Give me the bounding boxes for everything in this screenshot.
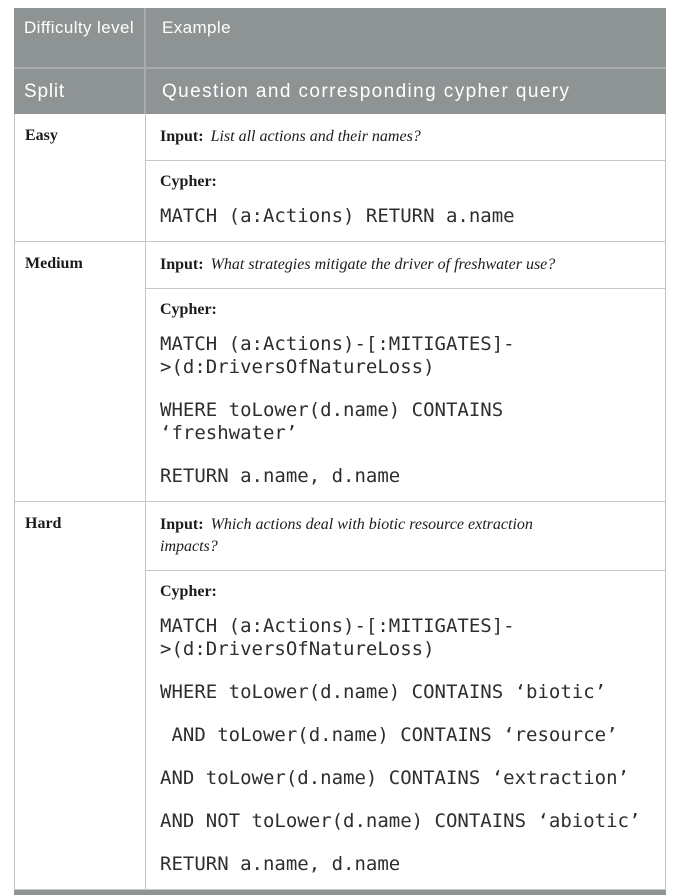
code-line: RETURN a.name, d.name [160, 853, 401, 875]
code-line: AND toLower(d.name) CONTAINS ‘resource’ [160, 724, 618, 746]
input-label: Input: [160, 516, 204, 533]
question-text: List all actions and their names? [210, 128, 421, 145]
question-text: impacts? [160, 538, 218, 555]
cypher-label: Cypher: [160, 173, 217, 190]
table-row: Hard Input: Which actions deal with biotic… [15, 502, 665, 890]
cypher-code: RETURN a.name, d.name [160, 465, 649, 488]
cypher-code: MATCH (a:Actions)-[:MITIGATES]->(d:Drive… [160, 615, 649, 661]
input-label: Input: [160, 256, 204, 273]
input-row: Input: List all actions and their names? [146, 114, 665, 161]
cypher-row: Cypher: MATCH (a:Actions)-[:MITIGATES]->(… [146, 571, 665, 889]
table-header: Difficulty level Example Split Question … [14, 8, 666, 114]
header-row-2: Split Question and corresponding cypher … [14, 69, 666, 114]
header-question-query: Question and corresponding cypher query [162, 80, 571, 102]
cypher-label: Cypher: [160, 301, 217, 318]
table-row: Easy Input: List all actions and their nam… [15, 114, 665, 242]
split-cell: Easy [15, 114, 146, 241]
input-row: Input: What strategies mitigate the drive… [146, 242, 665, 289]
cypher-code: WHERE toLower(d.name) CONTAINS‘freshwate… [160, 399, 649, 445]
code-line: AND NOT toLower(d.name) CONTAINS ‘abioti… [160, 810, 641, 832]
code-line: >(d:DriversOfNatureLoss) [160, 638, 435, 660]
table-row: Medium Input: What strategies mitigate the… [15, 242, 665, 502]
input-label: Input: [160, 128, 204, 145]
question-line: Input: List all actions and their names? [160, 126, 649, 148]
header-divider-line [14, 67, 666, 69]
code-line: >(d:DriversOfNatureLoss) [160, 356, 435, 378]
code-line: MATCH (a:Actions) RETURN a.name [160, 205, 515, 227]
code-line: RETURN a.name, d.name [160, 465, 401, 487]
question-line: Input: What strategies mitigate the drive… [160, 254, 649, 276]
cypher-code: AND NOT toLower(d.name) CONTAINS ‘abioti… [160, 810, 649, 833]
cypher-code: AND toLower(d.name) CONTAINS ‘extraction… [160, 767, 649, 790]
cypher-code: MATCH (a:Actions) RETURN a.name [160, 205, 649, 228]
example-cell: Input: List all actions and their names? C… [146, 114, 665, 241]
table-bottom-bar [14, 890, 666, 895]
cypher-row: Cypher: MATCH (a:Actions)-[:MITIGATES]->(… [146, 289, 665, 501]
cypher-code: RETURN a.name, d.name [160, 853, 649, 876]
code-line: ‘freshwater’ [160, 422, 298, 444]
code-line: MATCH (a:Actions)-[:MITIGATES]- [160, 615, 515, 637]
question-line: Input: Which actions deal with biotic res… [160, 514, 649, 536]
split-cell: Medium [15, 242, 146, 501]
code-line: WHERE toLower(d.name) CONTAINS ‘biotic’ [160, 681, 607, 703]
cypher-row: Cypher: MATCH (a:Actions) RETURN a.name [146, 161, 665, 241]
header-example: Example [162, 18, 231, 37]
difficulty-examples-table: Difficulty level Example Split Question … [14, 8, 666, 895]
header-split: Split [14, 69, 146, 114]
header-difficulty-level: Difficulty level [14, 8, 146, 67]
question-text: What strategies mitigate the driver of f… [210, 256, 556, 273]
question-line: impacts? [160, 536, 649, 558]
cypher-code: MATCH (a:Actions)-[:MITIGATES]->(d:Drive… [160, 333, 649, 379]
cypher-label: Cypher: [160, 583, 217, 600]
code-line: WHERE toLower(d.name) CONTAINS [160, 399, 504, 421]
cypher-code: AND toLower(d.name) CONTAINS ‘resource’ [160, 724, 649, 747]
code-line: MATCH (a:Actions)-[:MITIGATES]- [160, 333, 515, 355]
cypher-code: WHERE toLower(d.name) CONTAINS ‘biotic’ [160, 681, 649, 704]
example-cell: Input: What strategies mitigate the drive… [146, 242, 665, 501]
split-cell: Hard [15, 502, 146, 889]
example-cell: Input: Which actions deal with biotic res… [146, 502, 665, 889]
header-row-1: Difficulty level Example [14, 8, 666, 67]
input-row: Input: Which actions deal with biotic res… [146, 502, 665, 571]
question-text: Which actions deal with biotic resource … [210, 516, 533, 533]
code-line: AND toLower(d.name) CONTAINS ‘extraction… [160, 767, 629, 789]
